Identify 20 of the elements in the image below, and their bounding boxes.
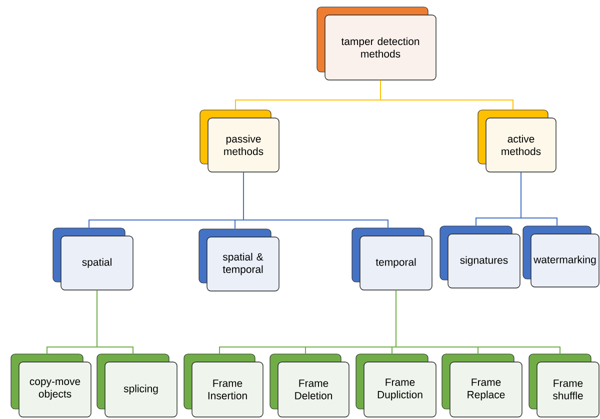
hierarchy-box: Frame Deletion xyxy=(270,354,350,418)
hierarchy-box: passive methods xyxy=(200,110,280,172)
hierarchy-box: copy-move objects xyxy=(10,354,92,418)
hierarchy-box: tamper detection methods xyxy=(316,6,436,80)
hierarchy-box: Frame Replace xyxy=(442,354,522,418)
connector-line xyxy=(520,172,558,226)
hierarchy-box: temporal xyxy=(352,228,432,290)
hierarchy-box: spatial & temporal xyxy=(198,228,280,292)
hierarchy-box: spatial xyxy=(52,228,134,290)
connector-line xyxy=(396,290,560,354)
connector-line xyxy=(96,290,134,354)
hierarchy-box: Frame Dupliction xyxy=(356,354,436,418)
hierarchy-box: splicing xyxy=(96,354,178,418)
hierarchy-box: watermarking xyxy=(522,226,600,288)
hierarchy-box: Frame Insertion xyxy=(184,354,264,418)
hierarchy-box: active methods xyxy=(478,110,556,172)
hierarchy-box: signatures xyxy=(440,226,520,288)
connector-line xyxy=(243,172,388,228)
connector-line xyxy=(380,80,514,110)
hierarchy-box: Frame shuffle xyxy=(528,354,600,418)
